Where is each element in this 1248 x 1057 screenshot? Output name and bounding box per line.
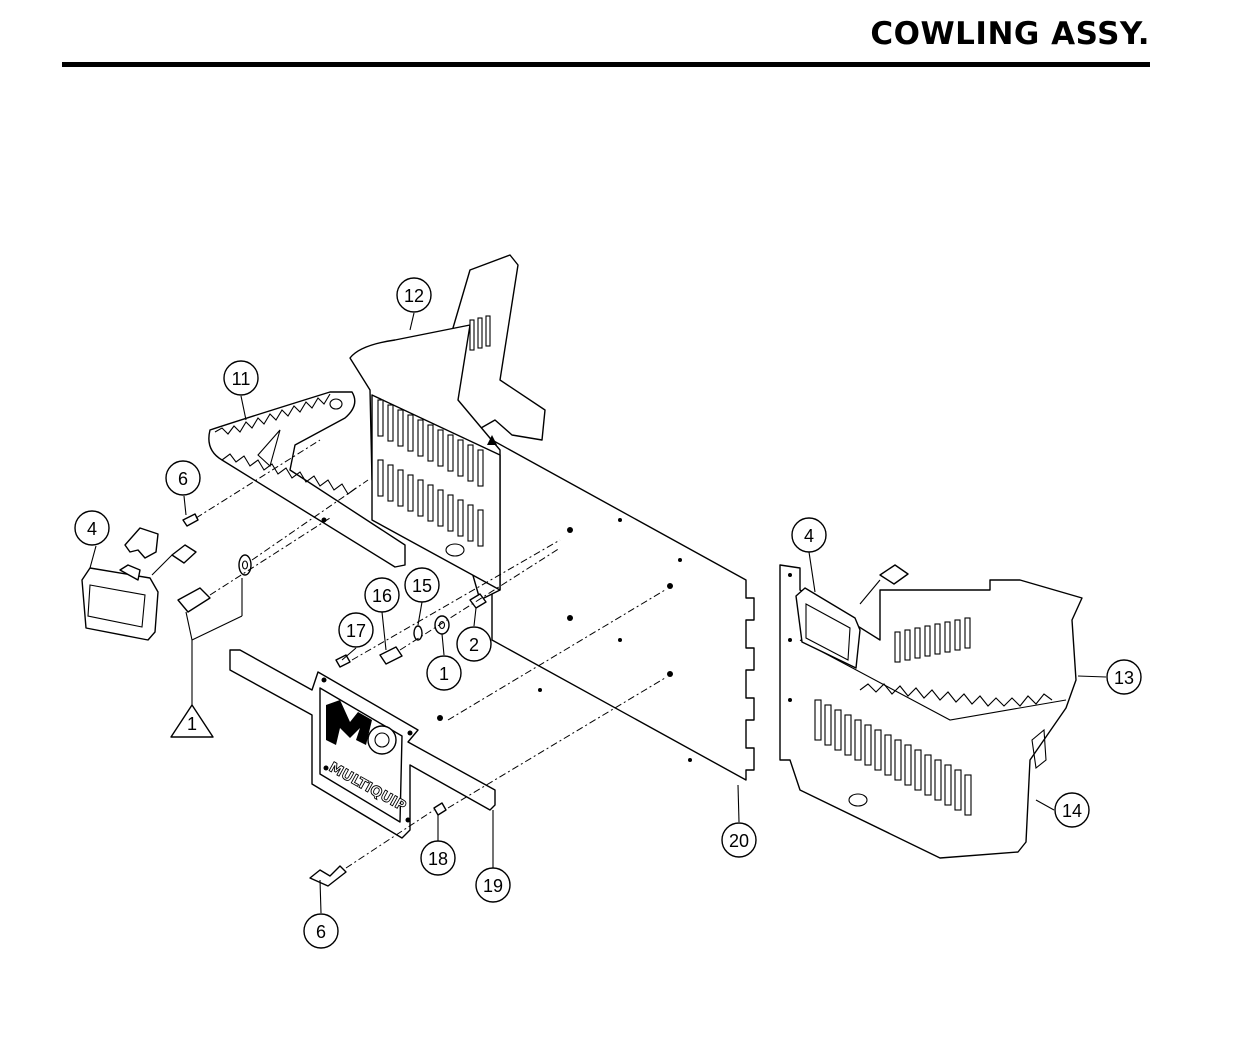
note-triangle-label: 1 xyxy=(187,714,197,734)
callout-20: 20 xyxy=(721,822,757,858)
connector-plug xyxy=(151,544,197,576)
svg-text:2: 2 xyxy=(469,635,479,655)
hardware-18 xyxy=(433,715,447,816)
svg-text:12: 12 xyxy=(404,286,424,306)
svg-text:4: 4 xyxy=(87,519,97,539)
svg-text:6: 6 xyxy=(316,922,326,942)
svg-text:18: 18 xyxy=(428,849,448,869)
bracket-part-11 xyxy=(208,391,406,568)
cowling-14-grille xyxy=(814,699,972,816)
callout-4-right: 4 xyxy=(791,517,827,553)
leader-lines xyxy=(89,312,1107,914)
svg-text:13: 13 xyxy=(1114,668,1134,688)
bolt-6-lower xyxy=(309,865,347,887)
callout-6-upper: 6 xyxy=(165,460,201,496)
hardware-1 xyxy=(434,615,450,635)
svg-text:6: 6 xyxy=(178,469,188,489)
cowling-12-upper-vent xyxy=(469,315,491,351)
callout-4-left: 4 xyxy=(74,510,110,546)
hardware-15 xyxy=(413,625,423,641)
svg-text:4: 4 xyxy=(804,526,814,546)
svg-text:20: 20 xyxy=(729,831,749,851)
svg-text:16: 16 xyxy=(372,586,392,606)
bolt-6-upper xyxy=(182,513,199,527)
callout-12: 12 xyxy=(396,277,432,313)
svg-text:11: 11 xyxy=(232,369,251,389)
cowling-14-upper-grille xyxy=(894,617,971,663)
bolt-and-washer xyxy=(177,554,252,613)
work-light-left-part-4 xyxy=(81,564,159,641)
svg-text:15: 15 xyxy=(412,576,432,596)
hardware-2 xyxy=(469,593,487,609)
callout-17: 17 xyxy=(338,612,374,648)
logo-plate-part-19: MULTIQUIP xyxy=(229,649,496,839)
callout-15: 15 xyxy=(404,567,440,603)
svg-text:17: 17 xyxy=(346,621,366,641)
hardware-17 xyxy=(335,654,351,668)
svg-text:19: 19 xyxy=(483,876,503,896)
work-light-right-part-4 xyxy=(795,564,909,669)
svg-text:14: 14 xyxy=(1062,801,1082,821)
callout-14: 14 xyxy=(1054,792,1090,828)
callout-19: 19 xyxy=(475,867,511,903)
callout-1: 1 xyxy=(426,655,462,691)
callout-6-lower: 6 xyxy=(303,913,339,949)
callout-13: 13 xyxy=(1106,659,1142,695)
rear-panel-part-20 xyxy=(491,439,755,781)
svg-text:1: 1 xyxy=(439,664,449,684)
page-title: COWLING ASSY. xyxy=(870,16,1150,52)
callout-16: 16 xyxy=(364,577,400,613)
note-triangle: 1 xyxy=(170,704,214,738)
title-rule xyxy=(62,62,1150,67)
callout-2: 2 xyxy=(456,626,492,662)
hardware-16 xyxy=(379,646,403,665)
cowling-12-grille xyxy=(377,399,484,547)
light-bracket xyxy=(124,527,159,559)
callout-11: 11 xyxy=(223,360,259,396)
callout-18: 18 xyxy=(420,840,456,876)
cowling-part-12 xyxy=(349,254,546,601)
